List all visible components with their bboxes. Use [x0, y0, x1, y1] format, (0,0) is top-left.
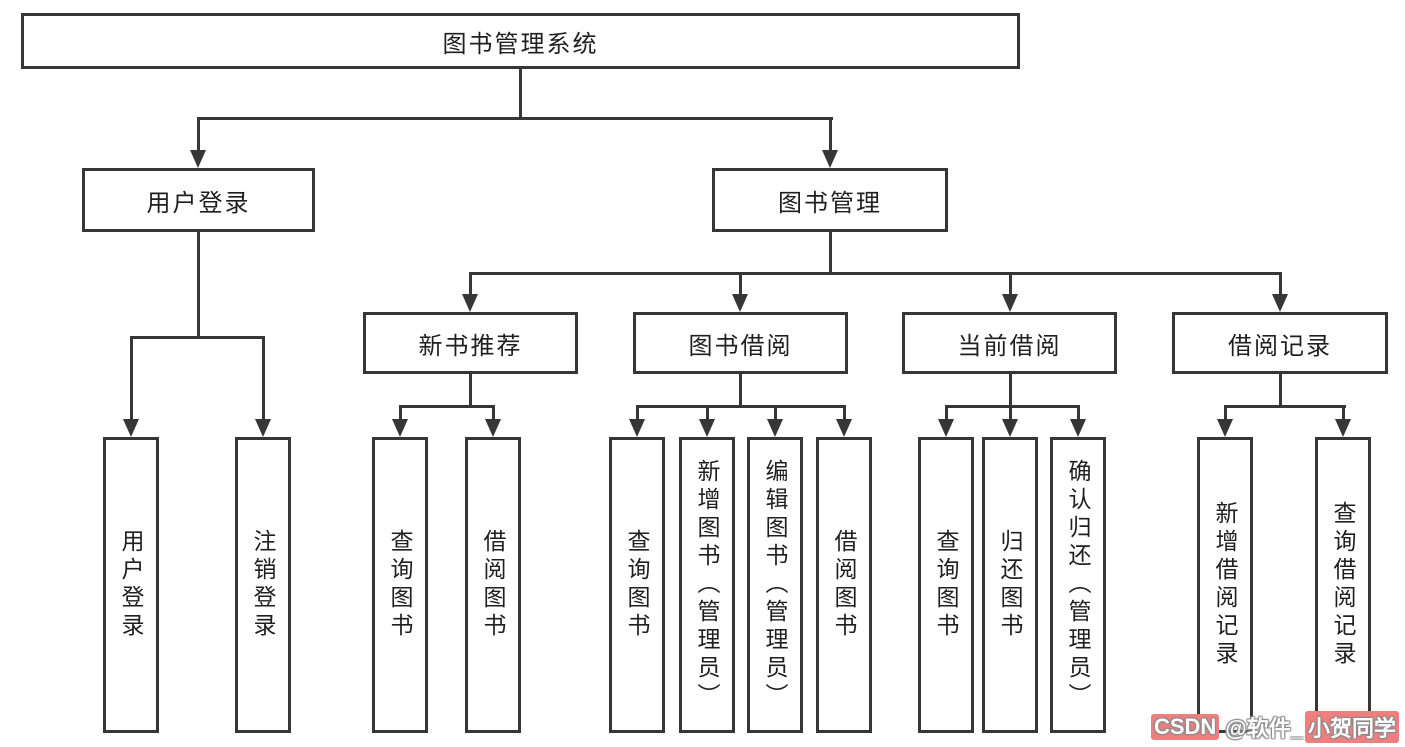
connector-current-borrow-branch: [945, 405, 1080, 408]
connector-drop-rec-borrow: [492, 405, 495, 421]
connector-drop-borrow-book: [843, 405, 846, 421]
connector-new-book-recommend-trunk: [469, 374, 472, 405]
node-new-book-recommend-label: 新书推荐: [418, 332, 523, 360]
arrow-rec-borrow: [485, 419, 501, 437]
node-user-login-label: 用户登录: [146, 189, 251, 217]
connector-drop-edit-book: [774, 405, 777, 421]
arrow-return-book: [1002, 419, 1018, 437]
node-root-label: 图书管理系统: [442, 30, 599, 58]
connector-drop-current-borrow: [1009, 272, 1012, 296]
arrow-current-query: [938, 419, 954, 437]
leaf-edit-book-admin: 编辑图书（管理员）: [747, 437, 803, 733]
node-root: 图书管理系统: [21, 13, 1020, 69]
connector-drop-user-login: [197, 117, 200, 151]
connector-book-borrow-branch: [636, 405, 846, 408]
node-borrow-records: 借阅记录: [1172, 312, 1388, 374]
connector-drop-rec-query: [399, 405, 402, 421]
arrow-user-login: [190, 150, 206, 168]
leaf-confirm-return-admin: 确认归还（管理员）: [1050, 437, 1106, 733]
connector-drop-query-record: [1342, 405, 1345, 421]
watermark-handle: @软件_: [1225, 716, 1303, 741]
arrow-book-management: [822, 150, 838, 168]
leaf-user-login-label: 用户登录: [118, 529, 144, 641]
leaf-query-borrow-record-label: 查询借阅记录: [1330, 501, 1356, 669]
arrow-leaf-logout: [255, 419, 271, 437]
arrow-book-borrow: [732, 294, 748, 312]
leaf-return-book: 归还图书: [982, 437, 1038, 733]
leaf-rec-borrow-book-label: 借阅图书: [480, 529, 506, 641]
connector-drop-leaf-user-login: [130, 336, 133, 420]
leaf-add-borrow-record-label: 新增借阅记录: [1212, 501, 1238, 669]
leaf-borrow-book: 借阅图书: [816, 437, 872, 733]
leaf-return-book-label: 归还图书: [997, 529, 1023, 641]
connector-drop-borrow-query: [636, 405, 639, 421]
connector-drop-add-book: [706, 405, 709, 421]
arrow-borrow-records: [1272, 294, 1288, 312]
leaf-rec-query-book-label: 查询图书: [387, 529, 413, 641]
connector-drop-new-book-recommend: [469, 272, 472, 296]
arrow-add-record: [1217, 419, 1233, 437]
arrow-borrow-query: [629, 419, 645, 437]
leaf-rec-query-book: 查询图书: [372, 437, 428, 733]
node-current-borrow: 当前借阅: [902, 312, 1117, 374]
connector-drop-book-management: [829, 117, 832, 151]
watermark: CSDN @软件_ 小贺同学: [1150, 711, 1399, 743]
node-current-borrow-label: 当前借阅: [957, 332, 1062, 360]
leaf-add-book-admin: 新增图书（管理员）: [679, 437, 735, 733]
arrow-leaf-user-login: [123, 419, 139, 437]
leaf-current-query-book: 查询图书: [918, 437, 974, 733]
leaf-add-borrow-record: 新增借阅记录: [1197, 437, 1253, 733]
leaf-logout-label: 注销登录: [250, 529, 276, 641]
leaf-borrow-query-book-label: 查询图书: [624, 529, 650, 641]
node-user-login: 用户登录: [82, 168, 315, 232]
node-new-book-recommend: 新书推荐: [363, 312, 578, 374]
leaf-add-book-admin-label: 新增图书（管理员）: [694, 459, 720, 711]
connector-drop-add-record: [1224, 405, 1227, 421]
leaf-rec-borrow-book: 借阅图书: [465, 437, 521, 733]
node-book-borrow: 图书借阅: [633, 312, 848, 374]
connector-drop-return-book: [1009, 405, 1012, 421]
arrow-query-record: [1335, 419, 1351, 437]
connector-user-login-trunk: [197, 232, 200, 336]
connector-borrow-records-trunk: [1279, 374, 1282, 405]
leaf-edit-book-admin-label: 编辑图书（管理员）: [762, 459, 788, 711]
connector-root-branch: [197, 117, 833, 120]
leaf-borrow-query-book: 查询图书: [609, 437, 665, 733]
node-borrow-records-label: 借阅记录: [1228, 332, 1332, 360]
leaf-current-query-book-label: 查询图书: [933, 529, 959, 641]
connector-current-borrow-trunk: [1009, 374, 1012, 405]
connector-drop-current-query: [945, 405, 948, 421]
connector-root-trunk: [519, 69, 522, 117]
connector-user-login-branch: [130, 336, 265, 339]
leaf-confirm-return-admin-label: 确认归还（管理员）: [1065, 459, 1091, 711]
leaf-query-borrow-record: 查询借阅记录: [1315, 437, 1371, 733]
arrow-current-borrow: [1002, 294, 1018, 312]
arrow-add-book: [699, 419, 715, 437]
leaf-borrow-book-label: 借阅图书: [831, 529, 857, 641]
connector-book-management-trunk: [829, 232, 832, 272]
connector-book-borrow-trunk: [739, 374, 742, 405]
connector-drop-leaf-logout: [262, 336, 265, 420]
connector-drop-book-borrow: [739, 272, 742, 296]
arrow-edit-book: [767, 419, 783, 437]
watermark-brand: CSDN: [1150, 714, 1220, 740]
node-book-management-label: 图书管理: [778, 189, 882, 217]
connector-new-book-recommend-branch: [399, 405, 495, 408]
arrow-confirm-return: [1070, 419, 1086, 437]
arrow-borrow-book: [836, 419, 852, 437]
watermark-name: 小贺同学: [1304, 711, 1399, 743]
connector-borrow-records-branch: [1224, 405, 1346, 408]
connector-book-management-branch: [469, 272, 1282, 275]
node-book-borrow-label: 图书借阅: [688, 332, 793, 360]
connector-drop-confirm-return: [1077, 405, 1080, 421]
connector-drop-borrow-records: [1279, 272, 1282, 296]
node-book-management: 图书管理: [712, 168, 948, 232]
leaf-logout: 注销登录: [235, 437, 291, 733]
leaf-user-login: 用户登录: [103, 437, 159, 733]
arrow-new-book-recommend: [462, 294, 478, 312]
arrow-rec-query: [392, 419, 408, 437]
